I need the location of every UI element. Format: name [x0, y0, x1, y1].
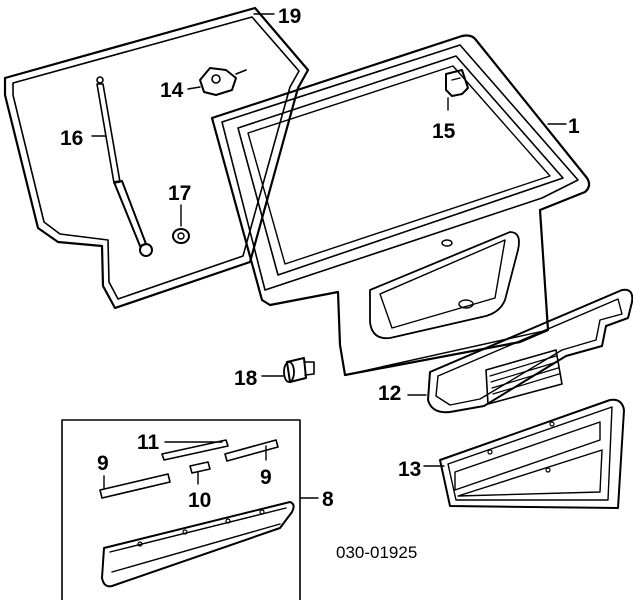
part-18-lock-cylinder	[261, 357, 315, 383]
callout-9-right: 9	[260, 466, 272, 489]
part-8-group	[61, 419, 319, 600]
part-1-back-door	[210, 34, 591, 377]
part-19-weatherstrip	[3, 6, 310, 310]
callout-17: 17	[168, 182, 191, 205]
callout-8: 8	[322, 488, 334, 511]
callout-12: 12	[378, 382, 401, 405]
diagram-code: 030-01925	[336, 543, 417, 562]
part-12-garnish-backing	[407, 288, 633, 414]
part-13-garnish	[423, 398, 625, 509]
part-16-gas-strut	[91, 76, 153, 257]
callout-15: 15	[432, 120, 456, 143]
callout-13: 13	[398, 458, 421, 481]
callout-10: 10	[188, 489, 211, 512]
callout-14: 14	[160, 79, 184, 102]
part-14-latch	[187, 67, 247, 96]
callout-11: 11	[137, 431, 160, 454]
leader-lines	[253, 13, 567, 125]
callout-16: 16	[60, 127, 83, 150]
callout-19: 19	[278, 5, 301, 28]
callout-18: 18	[234, 367, 258, 390]
callout-9-left: 9	[97, 452, 109, 475]
callout-1: 1	[568, 115, 580, 138]
part-15-bracket	[445, 69, 469, 111]
part-17-bushing	[172, 204, 190, 244]
